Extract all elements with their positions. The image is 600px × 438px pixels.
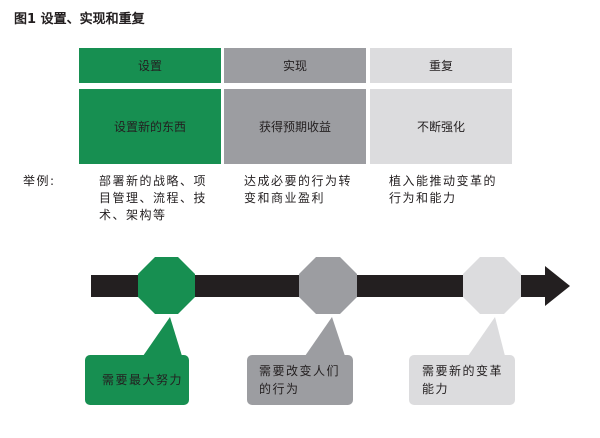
callout-box-repeat [409, 355, 515, 405]
example-label: 举例: [23, 174, 56, 188]
callout-pointer-repeat [468, 317, 505, 356]
callout-pointer-setup [143, 317, 182, 356]
callout-realize: 需要改变人们的行为 [259, 364, 341, 396]
header-repeat: 重复 [370, 48, 512, 83]
callout-repeat: 需要新的变革能力 [422, 364, 504, 396]
example-setup: 部署新的战略、项目管理、流程、技术、架构等 [99, 174, 208, 222]
description-realize: 获得预期收益 [224, 89, 366, 164]
callout-box-setup [85, 355, 189, 405]
figure-title: 图1 设置、实现和重复 [14, 12, 145, 27]
callout-setup: 需要最大努力 [102, 373, 184, 387]
example-repeat: 植入能推动变革的行为和能力 [389, 174, 498, 205]
octagon-setup [138, 257, 195, 314]
callout-pointer-realize [305, 317, 345, 356]
octagon-repeat [463, 257, 521, 314]
header-setup: 设置 [79, 48, 221, 83]
octagon-realize [299, 257, 357, 314]
example-realize: 达成必要的行为转变和商业盈利 [244, 174, 353, 205]
callout-box-realize [247, 355, 353, 405]
description-repeat: 不断强化 [370, 89, 512, 164]
header-realize: 实现 [224, 48, 366, 83]
arrowhead-icon [545, 266, 570, 306]
description-setup: 设置新的东西 [79, 89, 221, 164]
